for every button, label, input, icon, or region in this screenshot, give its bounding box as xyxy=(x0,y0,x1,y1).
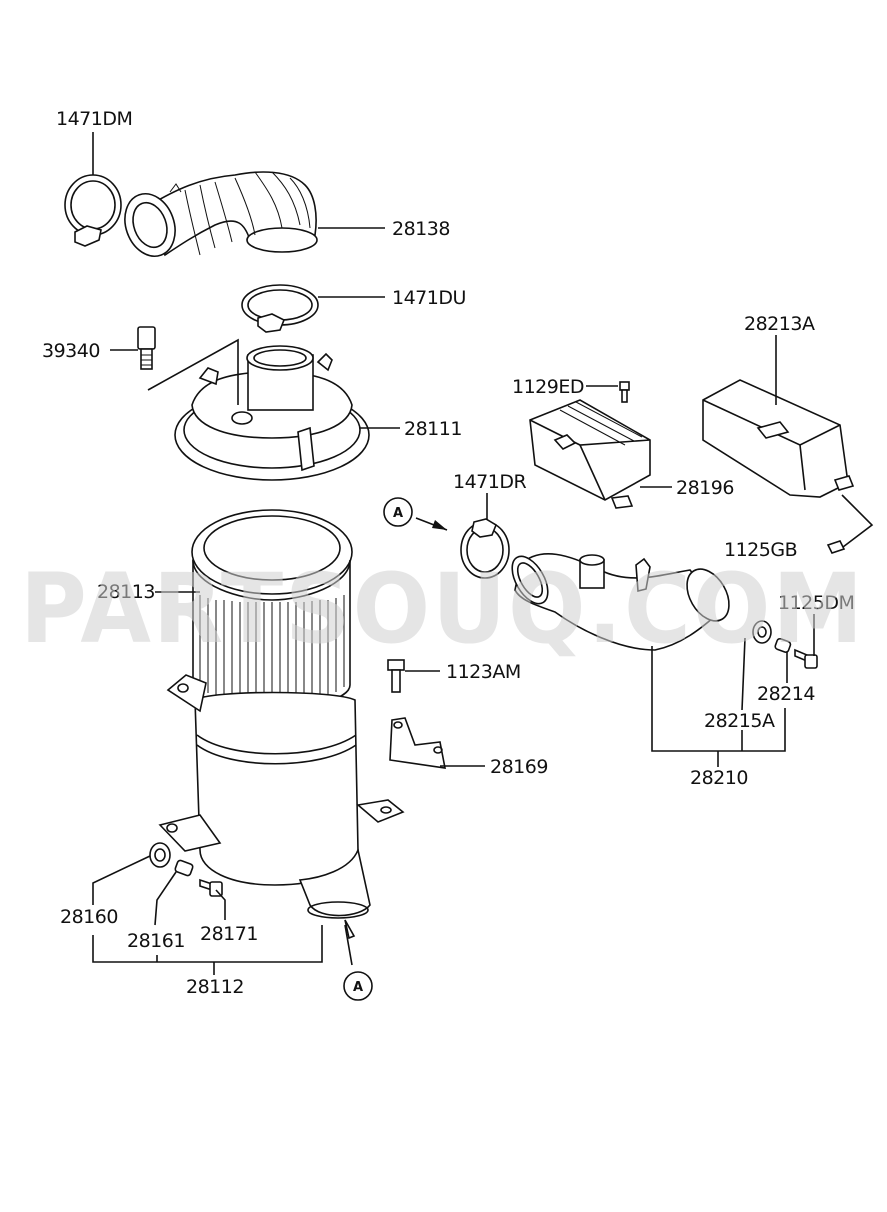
label-1123AM: 1123AM xyxy=(446,661,521,683)
connector-a-top: A xyxy=(383,497,448,531)
label-28169: 28169 xyxy=(490,756,548,778)
resonator-28196[interactable] xyxy=(529,399,651,509)
label-28196: 28196 xyxy=(676,477,734,499)
bolt-1129ED[interactable] xyxy=(619,381,630,403)
bolt-1125GB[interactable] xyxy=(826,540,846,554)
label-1471DR: 1471DR xyxy=(453,471,526,493)
intake-duct-28210[interactable] xyxy=(505,550,738,651)
air-filter-element-28113[interactable] xyxy=(191,509,353,711)
label-28113: 28113 xyxy=(97,581,155,603)
label-28214: 28214 xyxy=(757,683,815,705)
bolt-1125DM[interactable] xyxy=(794,648,818,669)
label-28161: 28161 xyxy=(127,930,185,952)
intake-hose-28138[interactable] xyxy=(117,171,318,263)
hose-clamp-1471DU[interactable] xyxy=(241,284,319,333)
svg-text:A: A xyxy=(353,980,363,995)
label-28215A: 28215A xyxy=(704,710,775,732)
cover-28213A[interactable] xyxy=(702,379,855,498)
leader-lines xyxy=(92,132,874,975)
label-1471DU: 1471DU xyxy=(392,287,466,309)
label-1125GB: 1125GB xyxy=(724,539,797,561)
label-28213A: 28213A xyxy=(744,313,815,335)
hose-clamp-1471DR[interactable] xyxy=(460,518,510,579)
air-cleaner-cover-28111[interactable] xyxy=(174,345,370,481)
svg-text:A: A xyxy=(393,506,403,521)
collar-28161[interactable] xyxy=(174,859,194,877)
label-28112: 28112 xyxy=(186,976,244,998)
bolt-1123AM[interactable] xyxy=(387,659,405,693)
air-cleaner-body-28112[interactable] xyxy=(158,674,405,940)
label-1125DM: 1125DM xyxy=(778,592,854,614)
label-39340: 39340 xyxy=(42,340,100,362)
label-1129ED: 1129ED xyxy=(512,376,584,398)
part-labels: 1471DM 28138 1471DU 39340 28111 28213A 1… xyxy=(42,108,855,998)
label-28210: 28210 xyxy=(690,767,748,789)
label-28171: 28171 xyxy=(200,923,258,945)
label-28160: 28160 xyxy=(60,906,118,928)
grommet-28215A[interactable] xyxy=(752,620,772,644)
bracket-28169[interactable] xyxy=(389,717,446,769)
label-1471DM: 1471DM xyxy=(56,108,132,130)
label-28111: 28111 xyxy=(404,418,462,440)
hose-clamp-1471DM[interactable] xyxy=(64,174,122,247)
connector-a-bottom: A xyxy=(343,924,373,1001)
watermark: PARTSOUQ.COM xyxy=(20,553,865,665)
sensor-39340[interactable] xyxy=(137,326,156,370)
label-28138: 28138 xyxy=(392,218,450,240)
collar-28214[interactable] xyxy=(774,637,792,653)
grommet-28160[interactable] xyxy=(149,842,171,868)
